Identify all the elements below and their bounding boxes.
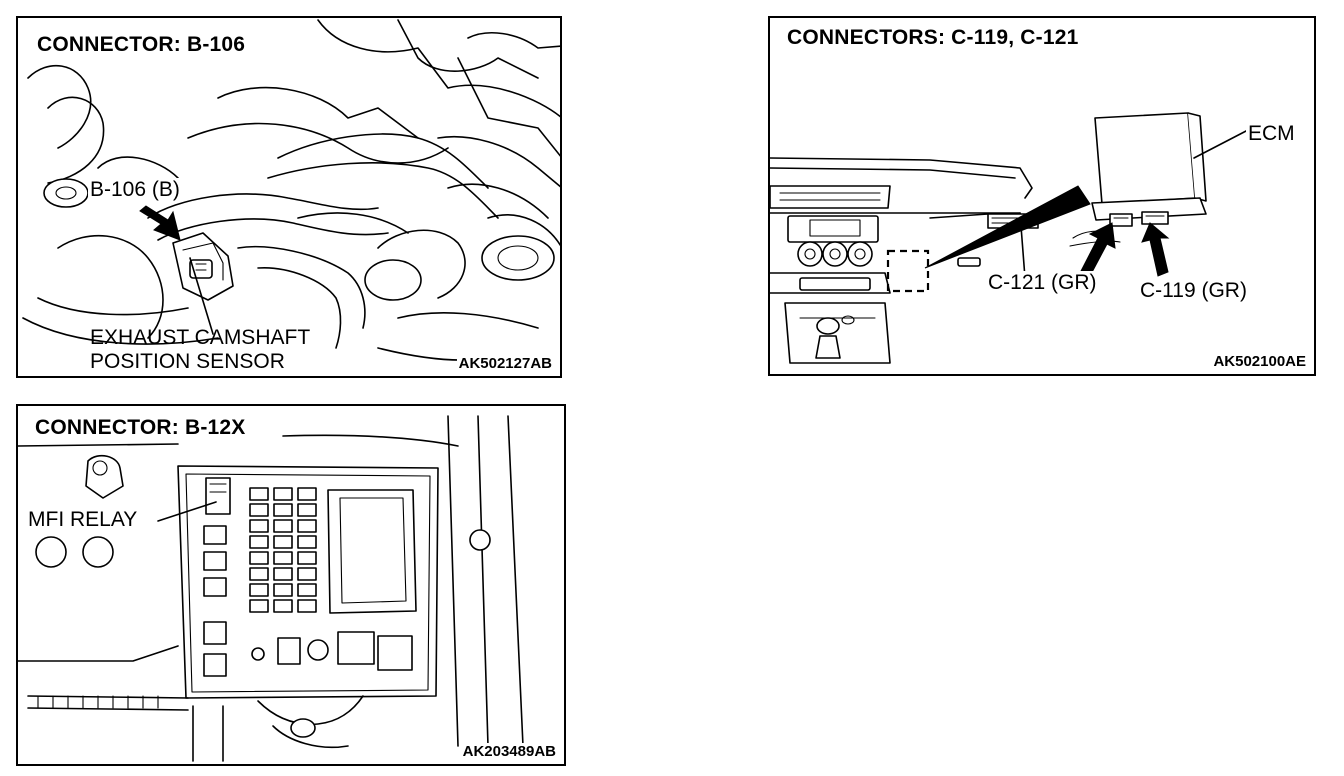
sensor-label-line2: POSITION SENSOR [90, 350, 285, 373]
figure-code: AK502100AE [1211, 353, 1308, 370]
panel-connectors-c119-c121: CONNECTORS: C-119, C-121 ECM C-121 (GR) … [768, 16, 1316, 376]
panel-title: CONNECTOR: B-12X [32, 416, 249, 440]
connector-c119-label: C-119 (GR) [1138, 279, 1249, 302]
figure-code: AK502127AB [456, 355, 554, 372]
sensor-label-line1: EXHAUST CAMSHAFT [90, 326, 311, 349]
connector-c121-label: C-121 (GR) [986, 271, 1099, 294]
mfi-relay-label: MFI RELAY [26, 508, 140, 531]
engine-bay-illustration [22, 19, 560, 361]
relay-box-illustration [18, 415, 524, 762]
figure-code: AK203489AB [460, 743, 558, 760]
panel-title: CONNECTORS: C-119, C-121 [784, 26, 1082, 50]
panel-connector-b106: CONNECTOR: B-106 B-106 (B) EXHAUST CAMSH… [16, 16, 562, 378]
ecm-label: ECM [1246, 122, 1297, 145]
panel-title: CONNECTOR: B-106 [34, 33, 249, 57]
dashboard-illustration [770, 112, 1249, 364]
panel-connector-b12x: CONNECTOR: B-12X MFI RELAY AK203489AB [16, 404, 566, 766]
connector-b106-label: B-106 (B) [88, 178, 182, 201]
